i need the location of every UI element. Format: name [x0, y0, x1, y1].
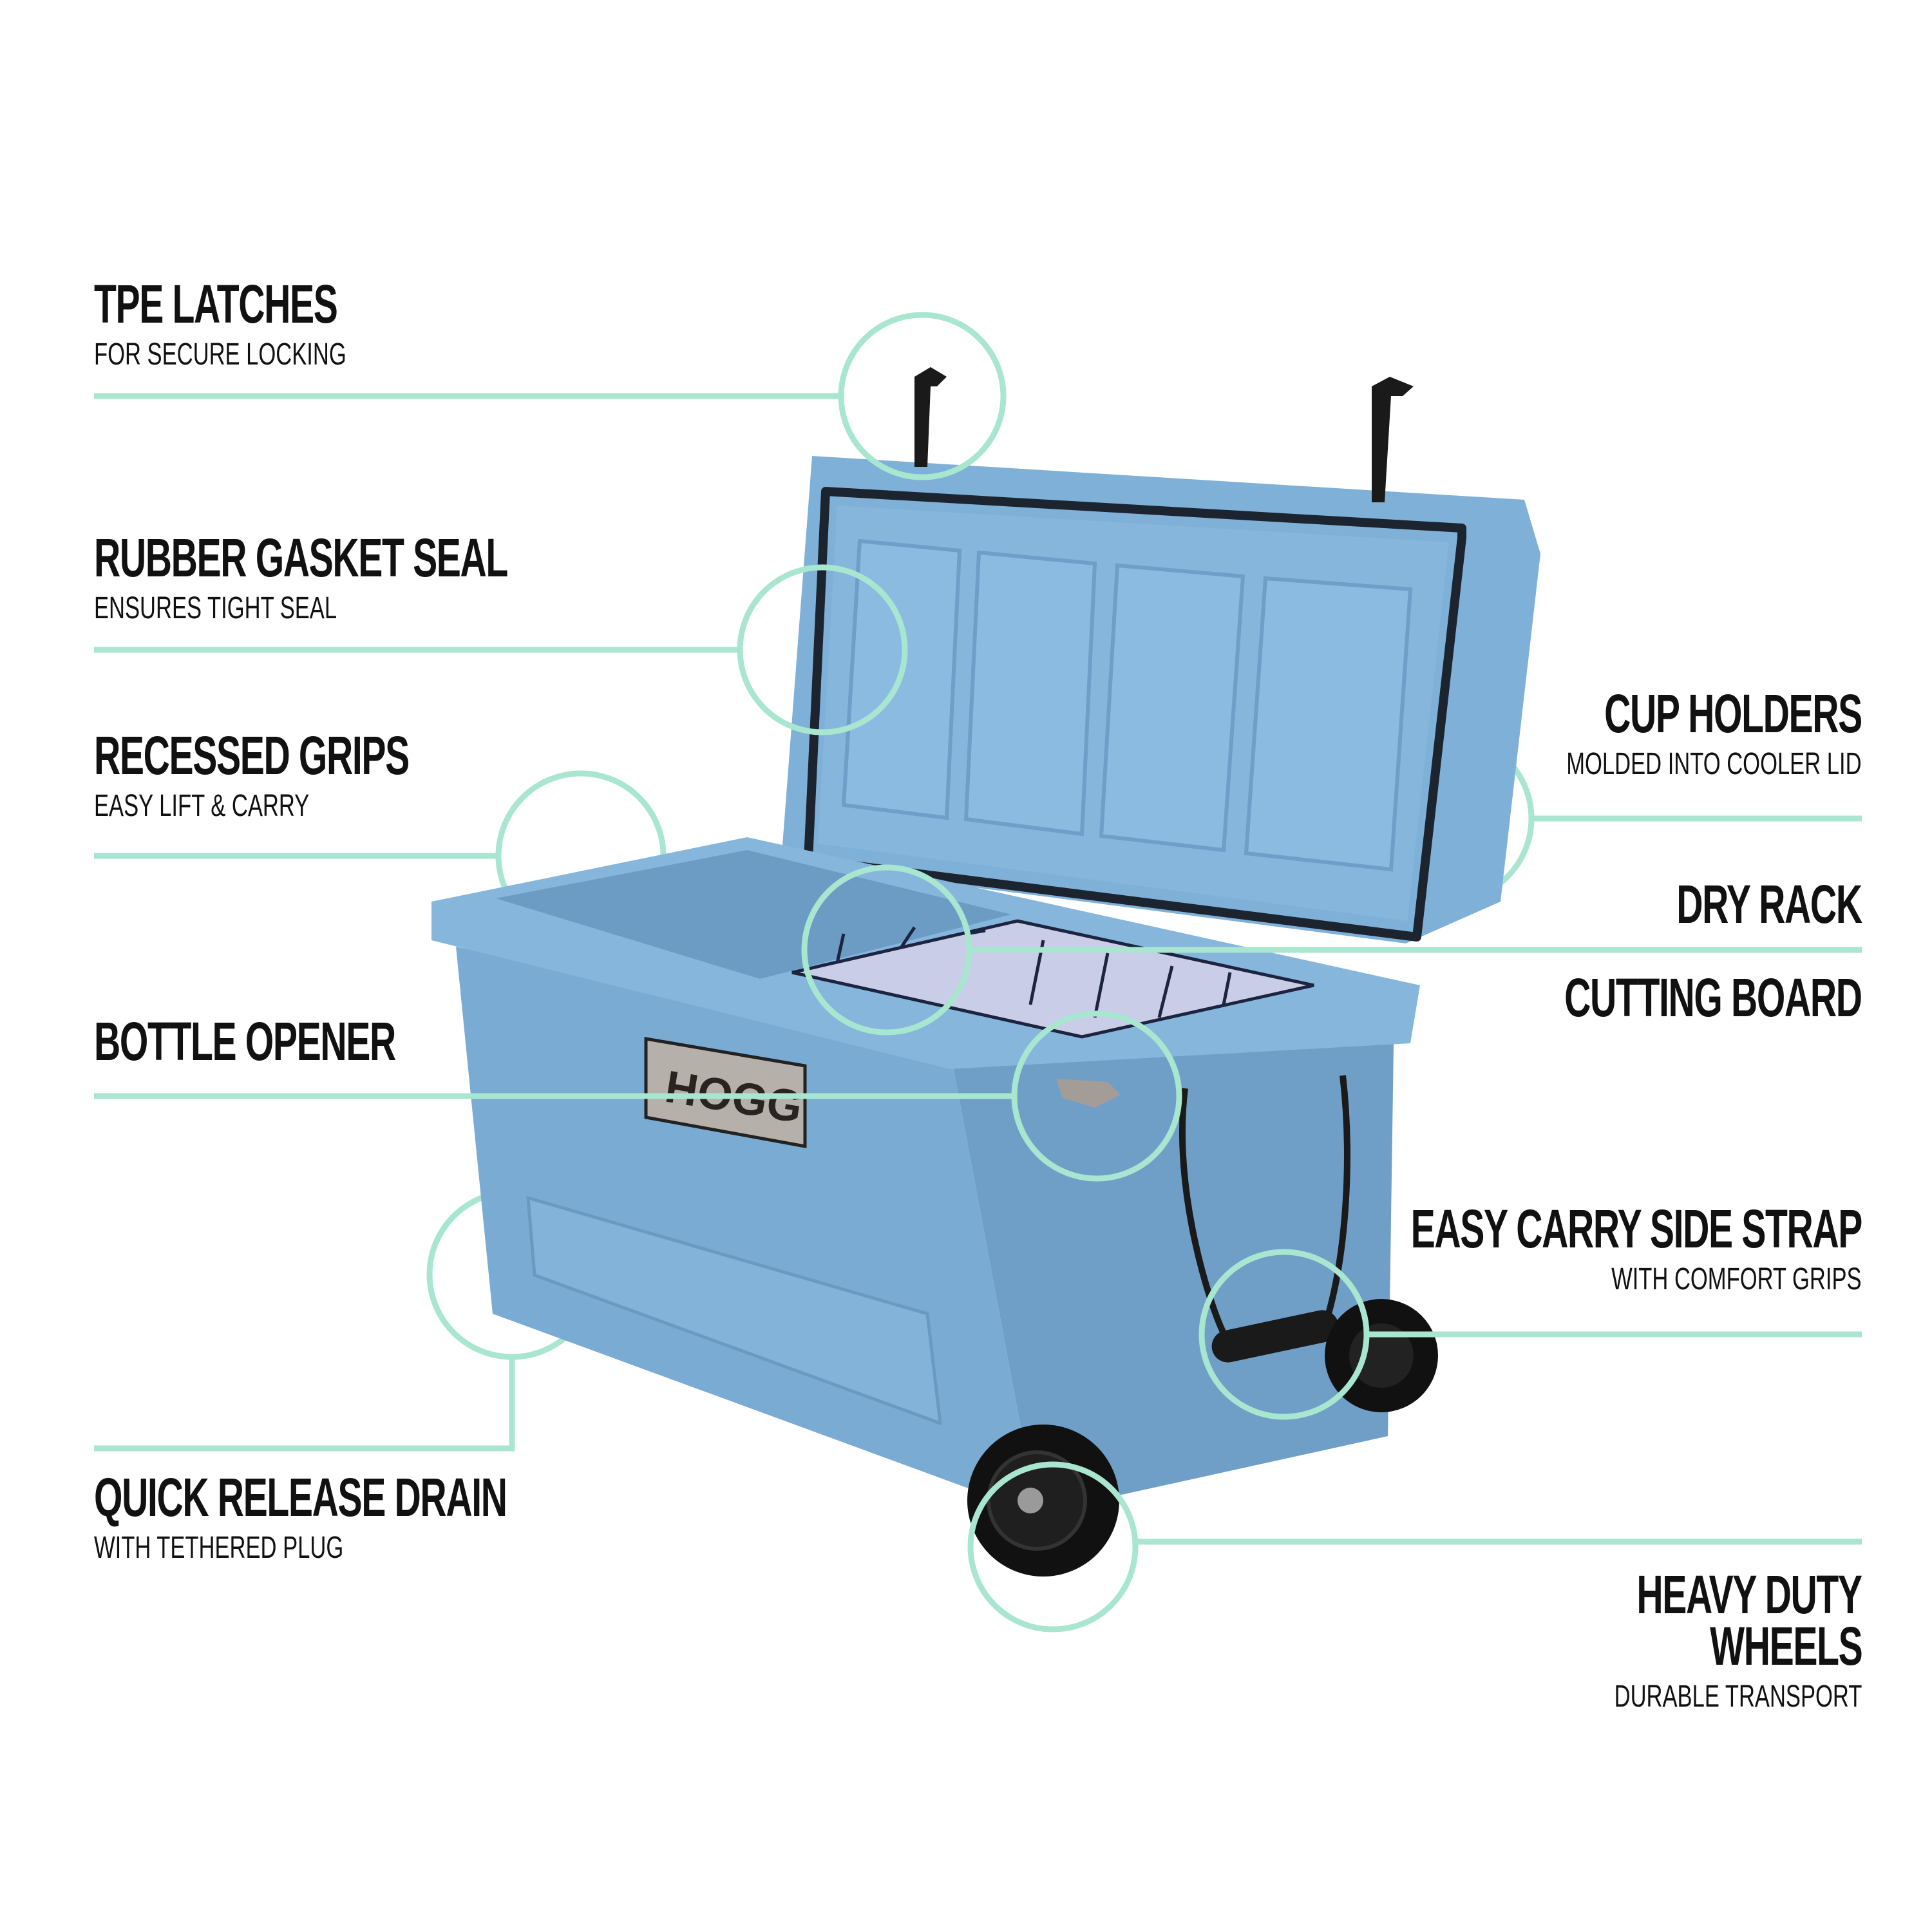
feature-drain: QUICK RELEASE DRAIN WITH TETHERED PLUG — [94, 1467, 701, 1565]
feature-title: RECESSED GRIPS — [94, 725, 410, 786]
feature-title: TPE LATCHES — [94, 274, 338, 334]
feature-subtitle: DURABLE TRANSPORT — [1614, 1680, 1862, 1714]
feature-title-line2: WHEELS — [1709, 1616, 1863, 1676]
dry-rack — [791, 919, 1314, 1039]
cooler-lid — [781, 367, 1540, 943]
feature-tpe-latches: TPE LATCHES FOR SECURE LOCKING — [94, 274, 451, 372]
feature-dry-rack: DRY RACK — [1589, 874, 1863, 934]
callout-circle-dry-rack — [801, 864, 972, 1036]
callout-circle-wheels — [967, 1461, 1139, 1633]
feature-subtitle: EASY LIFT & CARRY — [94, 789, 310, 823]
side-strap — [1179, 1075, 1350, 1335]
brand-plate — [644, 1037, 807, 1148]
feature-rubber-gasket: RUBBER GASKET SEAL ENSURES TIGHT SEAL — [94, 527, 702, 625]
feature-subtitle: FOR SECURE LOCKING — [94, 337, 346, 372]
feature-subtitle: WITH COMFORT GRIPS — [1611, 1262, 1862, 1296]
callout-line-drain — [94, 1357, 515, 1452]
cooler-body: HOGG — [431, 837, 1438, 1577]
feature-subtitle: WITH TETHERED PLUG — [94, 1531, 344, 1565]
callout-circle-side-strap — [1198, 1249, 1370, 1420]
feature-title: EASY CARRY SIDE STRAP — [1410, 1198, 1863, 1259]
callout-circle-bottle-opener — [1011, 1010, 1182, 1182]
feature-title-line1: HEAVY DUTY — [1636, 1564, 1863, 1625]
feature-subtitle: MOLDED INTO COOLER LID — [1566, 747, 1862, 781]
feature-title: QUICK RELEASE DRAIN — [94, 1467, 507, 1528]
feature-cup-holders: CUP HOLDERS MOLDED INTO COOLER LID — [1452, 683, 1863, 781]
feature-subtitle: ENSURES TIGHT SEAL — [94, 591, 337, 625]
callout-circle-tpe-latches — [838, 312, 1007, 480]
callout-circle-gasket — [737, 564, 908, 735]
feature-title: CUP HOLDERS — [1604, 683, 1862, 744]
feature-cutting-board: CUTTING BOARD — [1425, 967, 1863, 1028]
feature-recessed-grips: RECESSED GRIPS EASY LIFT & CARRY — [94, 725, 557, 823]
feature-title: BOTTLE OPENER — [94, 1011, 396, 1072]
bottle-opener-icon — [1056, 1079, 1121, 1108]
strap-grip — [1211, 1310, 1339, 1363]
feature-title: CUTTING BOARD — [1564, 967, 1863, 1028]
feature-title: RUBBER GASKET SEAL — [94, 527, 508, 588]
latch-left — [914, 367, 947, 467]
feature-side-strap: EASY CARRY SIDE STRAP WITH COMFORT GRIPS — [1198, 1198, 1863, 1296]
feature-wheels: HEAVY DUTY WHEELS DURABLE TRANSPORT — [1518, 1564, 1863, 1714]
wheel-front — [967, 1425, 1119, 1577]
feature-bottle-opener: BOTTLE OPENER — [94, 1011, 537, 1072]
latch-right — [1372, 377, 1414, 502]
feature-title: DRY RACK — [1676, 874, 1863, 934]
